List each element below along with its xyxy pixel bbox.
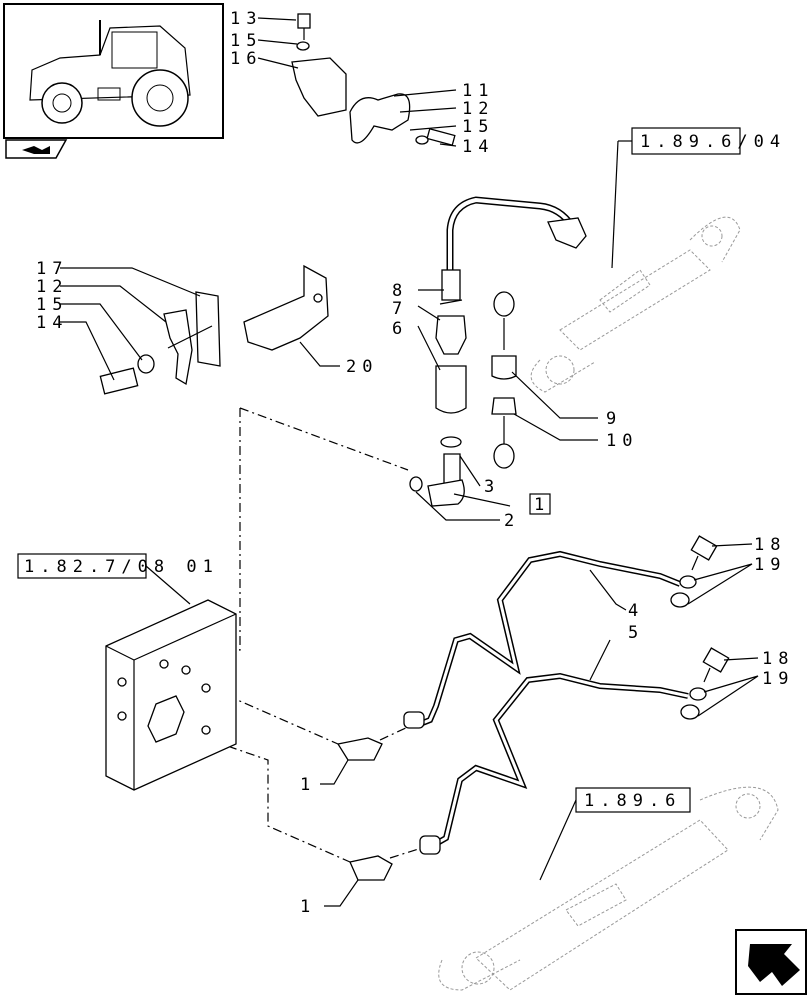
callout-15: 15 xyxy=(230,31,262,51)
callout-8: 8 xyxy=(392,281,408,301)
callout-9: 9 xyxy=(606,409,622,429)
elbow-fitting-upper xyxy=(427,479,465,507)
callout-6: 6 xyxy=(392,319,408,339)
ref-box-top-right[interactable] xyxy=(631,127,741,155)
callout-1a: 1 xyxy=(300,775,316,795)
callout-19a: 19 xyxy=(754,555,786,575)
dust-caps xyxy=(491,291,517,469)
callout-1b: 1 xyxy=(300,897,316,917)
ref-top-right[interactable]: 1.89.6/04 xyxy=(640,132,786,152)
callout-12b: 12 xyxy=(36,277,68,297)
pipe-5 xyxy=(430,672,689,849)
callout-3: 3 xyxy=(484,477,500,497)
elbow-fitting-1b xyxy=(349,855,393,881)
callout-5: 5 xyxy=(628,623,644,643)
ref-box-valve-block[interactable] xyxy=(17,553,147,579)
tractor-thumbnail[interactable] xyxy=(3,3,224,139)
callout-19b: 19 xyxy=(762,669,794,689)
ref-valve-block[interactable]: 1.82.7/08 01 xyxy=(24,557,219,577)
callout-4: 4 xyxy=(628,601,644,621)
bolt-washer-set-lower xyxy=(680,647,730,720)
previous-page-icon[interactable] xyxy=(5,139,68,159)
callout-18a: 18 xyxy=(754,535,786,555)
bracket-assembly-left xyxy=(99,291,221,395)
callout-2: 2 xyxy=(504,511,520,531)
callout-14: 14 xyxy=(462,137,494,157)
callout-15b: 15 xyxy=(462,117,494,137)
callout-11: 11 xyxy=(462,81,494,101)
cylinder-ghost-upper xyxy=(530,216,741,393)
callout-1-boxed: 1 xyxy=(534,495,550,515)
coupler-6 xyxy=(435,365,467,414)
callout-7: 7 xyxy=(392,299,408,319)
bracket-20 xyxy=(243,264,329,351)
callout-20: 20 xyxy=(346,357,378,377)
elbow-fitting-1a xyxy=(336,737,383,761)
next-page-icon[interactable] xyxy=(735,929,807,995)
callout-15c: 15 xyxy=(36,295,68,315)
bracket-assembly-top xyxy=(291,13,456,146)
bolt-washer-set-upper xyxy=(670,535,718,608)
callout-13: 13 xyxy=(230,9,262,29)
fitting-8 xyxy=(441,269,461,301)
ref-lower-cylinder[interactable]: 1.89.6 xyxy=(584,791,681,811)
cylinder-ghost-lower xyxy=(438,786,779,991)
callout-10: 10 xyxy=(606,431,638,451)
callout-1-box xyxy=(529,493,551,515)
callout-16: 16 xyxy=(230,49,262,69)
valve-block xyxy=(105,599,237,791)
fitting-7 xyxy=(435,315,467,355)
callout-18b: 18 xyxy=(762,649,794,669)
hose-end-eye xyxy=(547,217,587,249)
callout-17: 17 xyxy=(36,259,68,279)
callout-14b: 14 xyxy=(36,313,68,333)
ref-box-lower-cylinder[interactable] xyxy=(575,787,691,813)
callout-12: 12 xyxy=(462,99,494,119)
